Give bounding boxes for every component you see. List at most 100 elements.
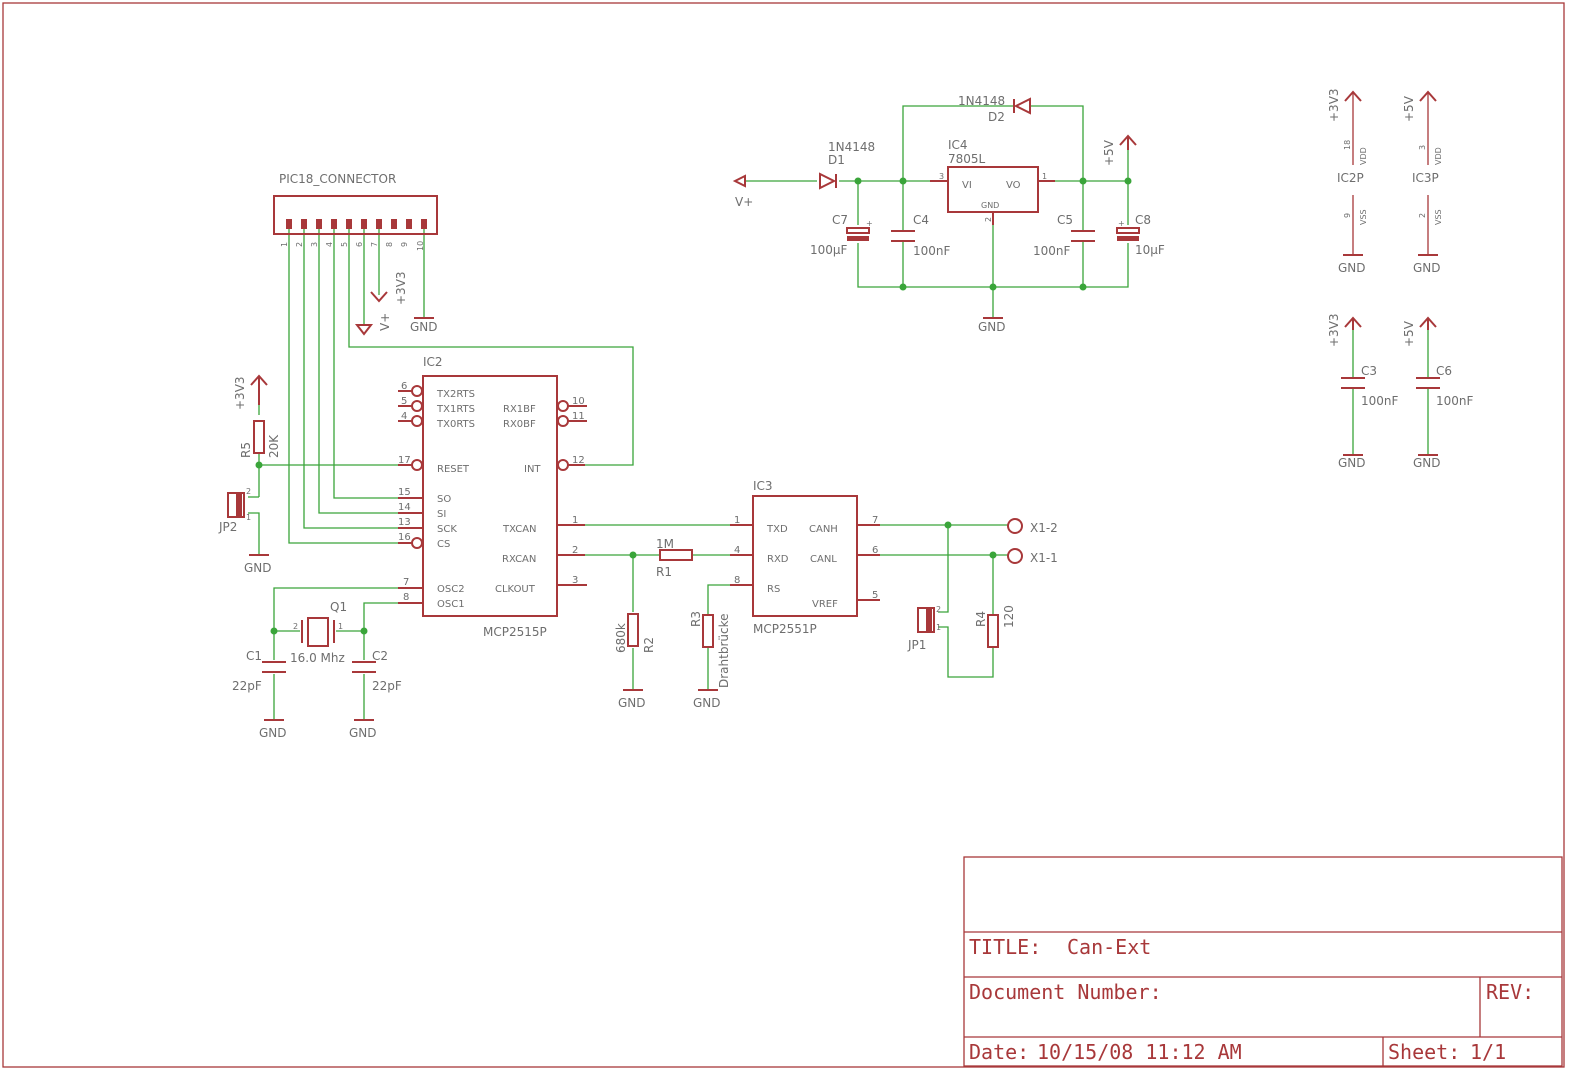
svg-text:7: 7	[403, 577, 409, 588]
svg-text:4: 4	[325, 242, 334, 247]
svg-text:2: 2	[572, 545, 578, 556]
q1-crystal: Q1 2 1 16.0 Mhz	[290, 600, 347, 665]
r4-termination-resistor: R4 120	[974, 605, 1016, 648]
svg-text:V+: V+	[735, 195, 753, 209]
sheet-value: 1/1	[1470, 1040, 1506, 1064]
svg-text:2: 2	[295, 242, 304, 247]
svg-text:GND: GND	[1338, 456, 1366, 470]
svg-text:10: 10	[572, 396, 585, 407]
svg-text:C7: C7	[832, 213, 848, 227]
svg-text:MCP2515P: MCP2515P	[483, 625, 547, 639]
svg-text:OSC1: OSC1	[437, 599, 465, 610]
svg-text:C5: C5	[1057, 213, 1073, 227]
svg-text:VO: VO	[1006, 180, 1021, 191]
svg-text:9: 9	[1343, 213, 1352, 218]
svg-text:TX0RTS: TX0RTS	[436, 419, 475, 430]
svg-text:2: 2	[246, 487, 251, 496]
c6-decoupling-capacitor: +5V C6 100nF GND	[1402, 316, 1474, 470]
svg-text:IC3P: IC3P	[1412, 171, 1439, 185]
svg-text:IC3: IC3	[753, 479, 773, 493]
svg-text:+5V: +5V	[1402, 95, 1416, 122]
svg-text:1: 1	[936, 623, 941, 632]
r3-resistor: R3 Drahtbrücke GND	[689, 611, 731, 710]
svg-text:7: 7	[872, 515, 878, 526]
c1-capacitor: C1 22pF GND	[232, 649, 287, 740]
svg-text:1: 1	[280, 242, 289, 247]
svg-text:3: 3	[572, 575, 578, 586]
svg-text:+3V3: +3V3	[394, 271, 408, 305]
svg-text:GND: GND	[349, 726, 377, 740]
svg-text:X1-1: X1-1	[1030, 551, 1058, 565]
svg-text:R2: R2	[642, 637, 656, 653]
svg-text:GND: GND	[693, 696, 721, 710]
svg-text:100nF: 100nF	[1361, 394, 1399, 408]
svg-text:1: 1	[734, 515, 740, 526]
junction-dots	[255, 177, 1132, 635]
svg-text:5: 5	[401, 396, 407, 407]
svg-text:8: 8	[734, 575, 740, 586]
svg-text:6: 6	[401, 381, 407, 392]
svg-text:2: 2	[936, 605, 941, 614]
svg-text:6: 6	[355, 242, 364, 247]
svg-text:GND: GND	[1413, 261, 1441, 275]
svg-text:D1: D1	[828, 153, 845, 167]
svg-text:15: 15	[398, 487, 411, 498]
svg-text:VREF: VREF	[812, 599, 838, 610]
svg-text:IC2P: IC2P	[1337, 171, 1364, 185]
svg-text:JP2: JP2	[218, 520, 237, 534]
svg-text:D2: D2	[988, 110, 1005, 124]
svg-text:3: 3	[310, 242, 319, 247]
svg-text:2: 2	[984, 217, 993, 222]
svg-text:TXCAN: TXCAN	[502, 524, 537, 535]
svg-text:VDD: VDD	[1434, 147, 1443, 165]
svg-text:R1: R1	[656, 565, 672, 579]
svg-text:10: 10	[416, 241, 425, 251]
svg-text:CANL: CANL	[810, 554, 837, 565]
svg-text:GND: GND	[1338, 261, 1366, 275]
svg-text:+3V3: +3V3	[233, 376, 247, 410]
svg-text:2: 2	[293, 622, 298, 631]
r2-resistor: 680k R2 GND	[614, 613, 656, 710]
jp2-jumper: 2 1 JP2 GND	[218, 487, 272, 575]
c2-capacitor: C2 22pF GND	[349, 649, 402, 740]
c8-electrolytic-capacitor: + C8 10µF	[1116, 213, 1165, 257]
svg-text:1N4148: 1N4148	[958, 94, 1005, 108]
svg-text:100nF: 100nF	[1033, 244, 1071, 258]
svg-text:C8: C8	[1135, 213, 1151, 227]
svg-text:100µF: 100µF	[810, 243, 848, 257]
svg-text:GND: GND	[618, 696, 646, 710]
svg-text:TX1RTS: TX1RTS	[436, 404, 475, 415]
svg-text:GND: GND	[981, 201, 999, 210]
date-label: Date:	[969, 1040, 1029, 1064]
svg-text:4: 4	[734, 545, 740, 556]
ic4-7805l-regulator: IC4 7805L VI VO GND 3 1 2 GND	[930, 138, 1055, 334]
svg-text:6: 6	[872, 545, 878, 556]
svg-text:14: 14	[398, 502, 411, 513]
pic18-connector-label: PIC18_CONNECTOR	[279, 172, 396, 186]
svg-text:13: 13	[398, 517, 411, 528]
svg-text:X1-2: X1-2	[1030, 521, 1058, 535]
svg-text:CLKOUT: CLKOUT	[495, 584, 536, 595]
x1-terminals: X1-2 X1-1	[1007, 518, 1058, 565]
svg-text:VSS: VSS	[1434, 209, 1443, 225]
rev-label: REV:	[1486, 980, 1534, 1004]
svg-text:1: 1	[572, 515, 578, 526]
svg-text:22pF: 22pF	[372, 679, 402, 693]
d1-diode: 1N4148 D1	[819, 140, 875, 190]
svg-text:8: 8	[385, 242, 394, 247]
svg-text:17: 17	[398, 455, 411, 466]
svg-text:RX0BF: RX0BF	[503, 419, 536, 430]
svg-text:+3V3: +3V3	[1327, 313, 1341, 347]
svg-text:GND: GND	[978, 320, 1006, 334]
svg-text:R5: R5	[239, 442, 253, 458]
plus5v-supply-symbol: +5V	[1102, 134, 1137, 166]
svg-text:SCK: SCK	[437, 524, 457, 535]
svg-text:Q1: Q1	[330, 600, 347, 614]
svg-text:3: 3	[939, 172, 944, 181]
svg-text:SI: SI	[437, 509, 446, 520]
svg-text:GND: GND	[244, 561, 272, 575]
svg-text:680k: 680k	[614, 623, 628, 653]
svg-text:RXCAN: RXCAN	[502, 554, 536, 565]
